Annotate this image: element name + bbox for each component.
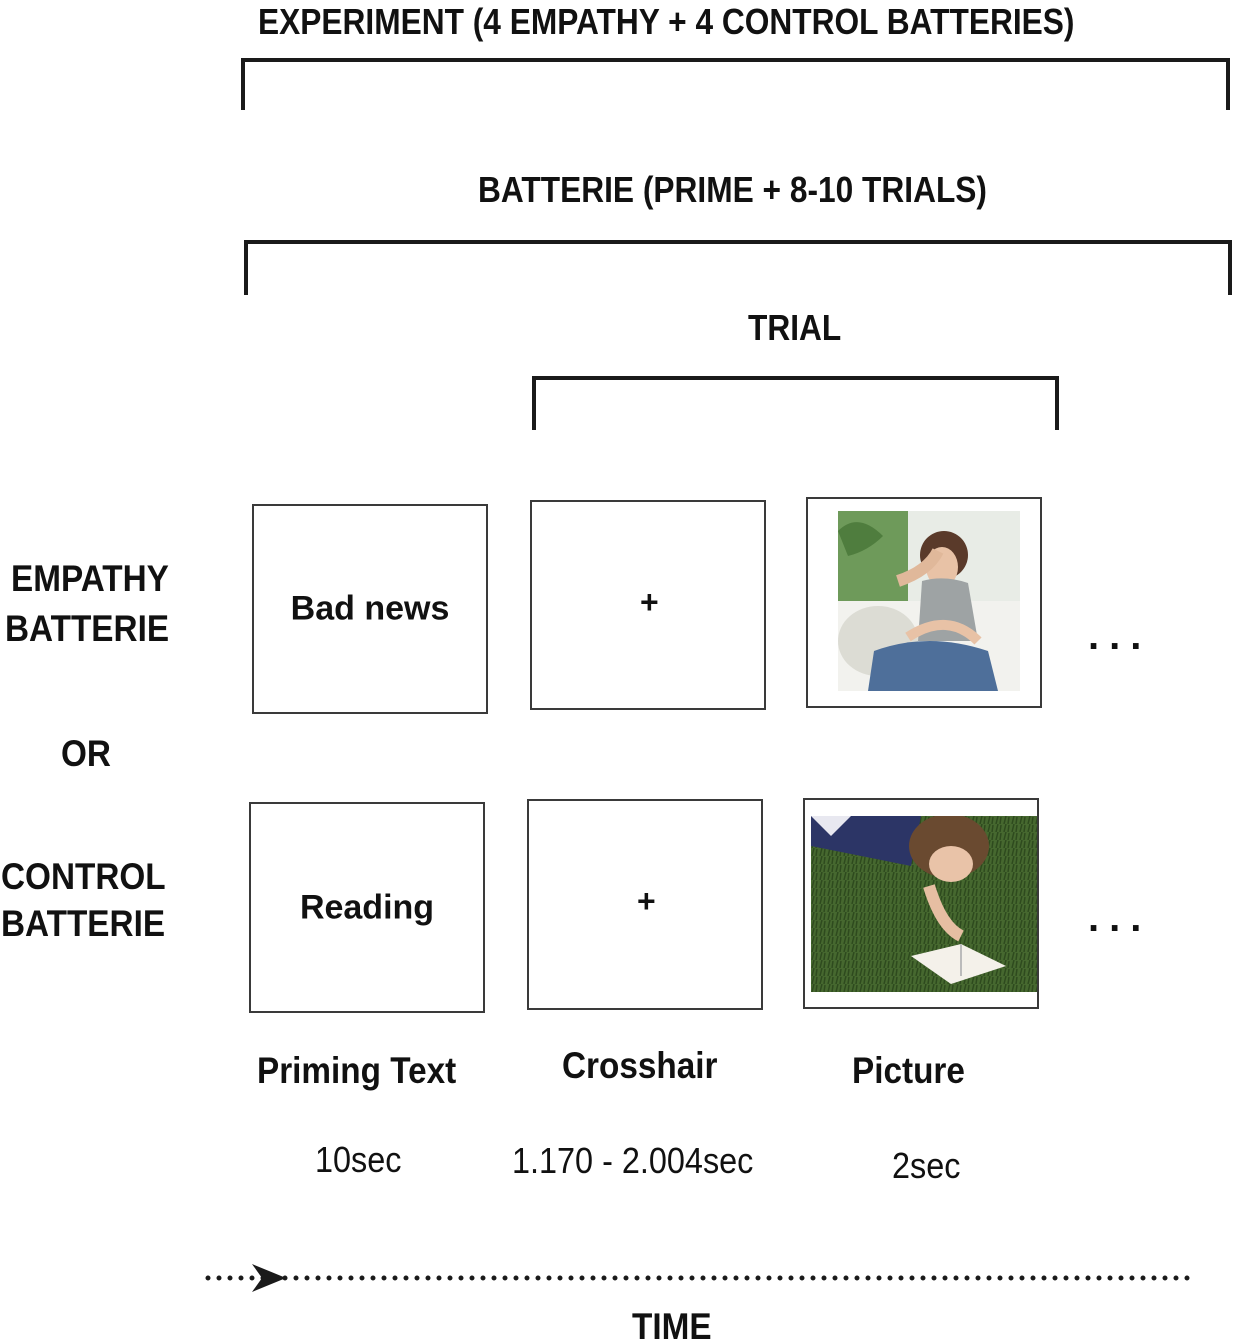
trial-bracket — [532, 376, 1059, 430]
batterie-bracket — [244, 240, 1232, 295]
crosshair-symbol: + — [637, 883, 656, 919]
experiment-label: EXPERIMENT (4 EMPATHY + 4 CONTROL BATTER… — [258, 1, 1075, 42]
empathy-crosshair-box: + — [530, 500, 766, 710]
crosshair-symbol: + — [640, 584, 659, 620]
time-label: TIME — [632, 1306, 712, 1343]
empathy-prime-text: Bad news — [290, 589, 450, 628]
duration-priming: 10sec — [315, 1139, 402, 1180]
empathy-ellipsis: ... — [1088, 614, 1152, 658]
or-label: OR — [61, 733, 111, 774]
control-batterie-label-line2: BATTERIE — [1, 903, 166, 944]
empathy-prime-box: Bad news — [252, 504, 488, 714]
batterie-label: BATTERIE (PRIME + 8-10 TRIALS) — [478, 169, 987, 210]
control-batterie-label-line1: CONTROL — [1, 856, 166, 897]
duration-picture: 2sec — [892, 1145, 961, 1186]
experiment-bracket — [241, 58, 1230, 110]
empathy-picture-box — [806, 497, 1042, 708]
control-picture-box — [803, 798, 1039, 1009]
empathy-batterie-label-line2: BATTERIE — [5, 608, 170, 649]
control-crosshair-box: + — [527, 799, 763, 1010]
control-prime-text: Reading — [299, 888, 435, 926]
reading-woman-photo — [811, 816, 1037, 992]
trial-label: TRIAL — [748, 307, 842, 348]
stage-name-picture: Picture — [852, 1050, 965, 1091]
stage-name-crosshair: Crosshair — [562, 1045, 718, 1086]
sad-woman-photo — [838, 511, 1020, 691]
control-ellipsis: ... — [1088, 896, 1152, 940]
control-prime-box: Reading — [249, 802, 485, 1013]
duration-crosshair: 1.170 - 2.004sec — [512, 1140, 754, 1181]
time-arrowhead — [252, 1264, 286, 1292]
empathy-batterie-label-line1: EMPATHY — [11, 558, 169, 599]
stage-name-priming: Priming Text — [257, 1050, 457, 1091]
